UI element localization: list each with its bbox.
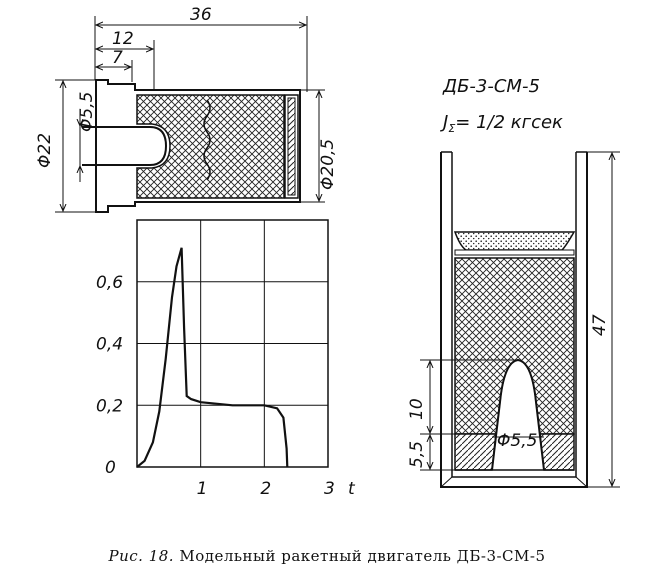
dim-10-label: 10 (407, 398, 427, 420)
dim-phi205-label: Φ20,5 (318, 139, 338, 190)
dim-phi55-label: Φ5,5 (77, 92, 97, 132)
dim-inner-diameter: Φ20,5 (300, 89, 338, 203)
dim-7: 7 (96, 48, 133, 82)
dim-channel-depth: 10 (407, 359, 516, 435)
figure-caption: Рис. 18. Модельный ракетный двигатель ДБ… (0, 547, 654, 565)
caption-text: Модельный ракетный двигатель ДБ-3-СМ-5 (179, 547, 546, 565)
dim-overall-length: 36 (94, 5, 308, 92)
impulse-value: = 1/2 кгсек (455, 112, 563, 133)
thrust-chart: 1 2 3 0 0,2 0,4 0,6 t (96, 219, 356, 499)
dim-height: 47 (587, 151, 620, 488)
dim-nozzle-diameter: Φ5,5 (77, 92, 97, 182)
y-tick-label: 0,4 (96, 335, 123, 355)
motor-side-view: 36 12 7 Φ2 (35, 5, 338, 213)
dim-phi22-label: Φ22 (35, 133, 55, 168)
dim-55-label: 5,5 (407, 441, 427, 468)
impulse-subscript: Σ (448, 122, 455, 135)
dim-channel-phi-label: Φ5,5 (497, 431, 537, 451)
chart-grid (136, 219, 329, 468)
x-tick-label: 1 (197, 479, 208, 499)
dim-12-label: 12 (112, 29, 134, 49)
motor-impulse-symbol: JΣ= 1/2 кгсек (440, 112, 563, 135)
x-tick-label: 2 (260, 479, 271, 499)
motor-cross-section: 47 10 5,5 Φ5,5 (407, 151, 620, 488)
caption-number: 18. (148, 547, 175, 565)
motor-name: ДБ-3-СМ-5 (442, 76, 540, 97)
y-tick-label: 0 (105, 458, 116, 478)
dim-channel-diameter: Φ5,5 (492, 431, 544, 451)
dim-outer-diameter: Φ22 (35, 79, 96, 213)
x-axis-label: t (348, 479, 356, 499)
dim-7-label: 7 (112, 48, 123, 68)
impulse-letter: J (440, 112, 448, 133)
dim-36-label: 36 (190, 5, 212, 25)
motor-title-block: ДБ-3-СМ-5 JΣ= 1/2 кгсек (440, 76, 563, 135)
caption-prefix: Рис. (108, 547, 144, 565)
thrust-curve (136, 247, 289, 468)
dim-12: 12 (96, 29, 155, 90)
figure-canvas: 36 12 7 Φ2 (35, 5, 620, 499)
dim-47-label: 47 (590, 314, 610, 336)
dim-base: 5,5 (407, 435, 455, 471)
y-tick-label: 0,2 (96, 396, 123, 416)
x-tick-label: 3 (324, 479, 335, 499)
y-tick-label: 0,6 (96, 273, 123, 293)
chart-ticks: 1 2 3 0 0,2 0,4 0,6 (96, 273, 335, 499)
